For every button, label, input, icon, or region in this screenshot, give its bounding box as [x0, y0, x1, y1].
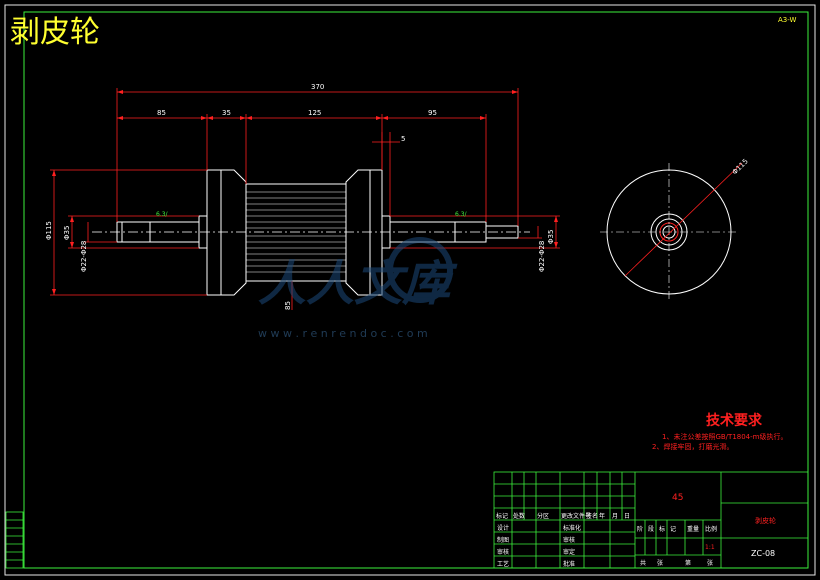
tb-role-mid-3: 批准 [563, 560, 575, 568]
dim-hub-label: 85 [284, 301, 292, 310]
title-overlay: 剥皮轮 [10, 15, 100, 50]
tb-stage-2: 标 [659, 525, 665, 533]
watermark-text: 人人文库 [258, 256, 458, 312]
dim-dia-small-right: Φ22-Φ28 [538, 241, 546, 272]
tb-hdr-7: 日 [624, 513, 630, 520]
tb-hdr-0: 标记 [496, 512, 508, 520]
dim-dia-end-view: Φ115 [731, 157, 750, 176]
dim-dia-shaft-left: Φ35 [63, 226, 71, 240]
tb-hdr-5: 年 [599, 512, 605, 520]
tb-drawing-no: ZC-08 [751, 549, 775, 558]
left-margin-strip [5, 511, 24, 569]
tb-sheet-1: 张 [657, 559, 663, 567]
tb-sheet-3: 张 [707, 559, 713, 567]
watermark: 人人文库 w w w . r e n r e n d o c . c o m [258, 237, 458, 340]
sheet-outer-border [4, 4, 816, 576]
tb-stage-5: 比例 [705, 525, 717, 533]
dim-seg-right: 95 [428, 109, 437, 117]
tb-role-2: 审核 [497, 548, 509, 556]
tb-role-mid-2: 审定 [563, 548, 575, 556]
dim-seg-gap: 35 [222, 109, 231, 117]
surface-mark-left: 6.3/ [156, 211, 169, 218]
title-block [493, 471, 809, 569]
tb-hdr-3: 更改文件号 [561, 512, 591, 520]
dim-dia-small-left: Φ22-Φ28 [80, 241, 88, 272]
tb-stage-4: 重量 [687, 525, 699, 533]
tb-stage-3: 记 [670, 526, 676, 533]
tb-part-name: 剥皮轮 [755, 516, 776, 525]
tb-scale: 1:1 [705, 544, 715, 551]
surface-mark-right: 6.3/ [455, 211, 468, 218]
tb-role-0: 设计 [497, 524, 509, 532]
tb-hdr-4: 签名 [586, 512, 598, 520]
dim-overall-length: 370 [311, 83, 324, 91]
dim-gap-small: 5 [401, 135, 405, 143]
tb-hdr-2: 分区 [537, 512, 549, 520]
roller-ribs [246, 191, 346, 273]
tb-sheet-2: 第 [685, 559, 691, 567]
tech-req-item-2: 2、焊接牢固，打磨光滑。 [652, 442, 733, 451]
end-view-dia-leader [624, 162, 743, 277]
tb-role-3: 工艺 [497, 560, 509, 568]
watermark-url: w w w . r e n r e n d o c . c o m [258, 327, 428, 340]
dim-seg-middle: 125 [308, 109, 321, 117]
tb-sheet-0: 共 [640, 559, 646, 567]
dim-dia-main: Φ115 [45, 221, 53, 240]
dimension-arrows [52, 90, 558, 295]
tb-material: 45 [672, 493, 683, 503]
tb-hdr-6: 月 [612, 513, 618, 520]
dim-dia-shaft-right: Φ35 [547, 230, 555, 244]
dim-seg-left: 85 [157, 109, 166, 117]
dimension-lines [50, 88, 560, 310]
tb-role-mid-0: 标准化 [563, 524, 581, 532]
sheet-inner-border [23, 11, 809, 569]
tb-role-1: 制图 [497, 536, 509, 544]
tb-hdr-1: 处数 [513, 512, 525, 520]
corner-code: A3-W [778, 16, 796, 24]
tb-stage-0: 阶 [637, 525, 643, 533]
end-view [600, 163, 738, 301]
tech-req-item-1: 1、未注公差按照GB/T1804-m级执行。 [662, 432, 787, 441]
tb-role-mid-1: 审核 [563, 536, 575, 544]
tb-stage-1: 段 [648, 525, 654, 533]
tech-req-heading: 技术要求 [706, 412, 763, 429]
